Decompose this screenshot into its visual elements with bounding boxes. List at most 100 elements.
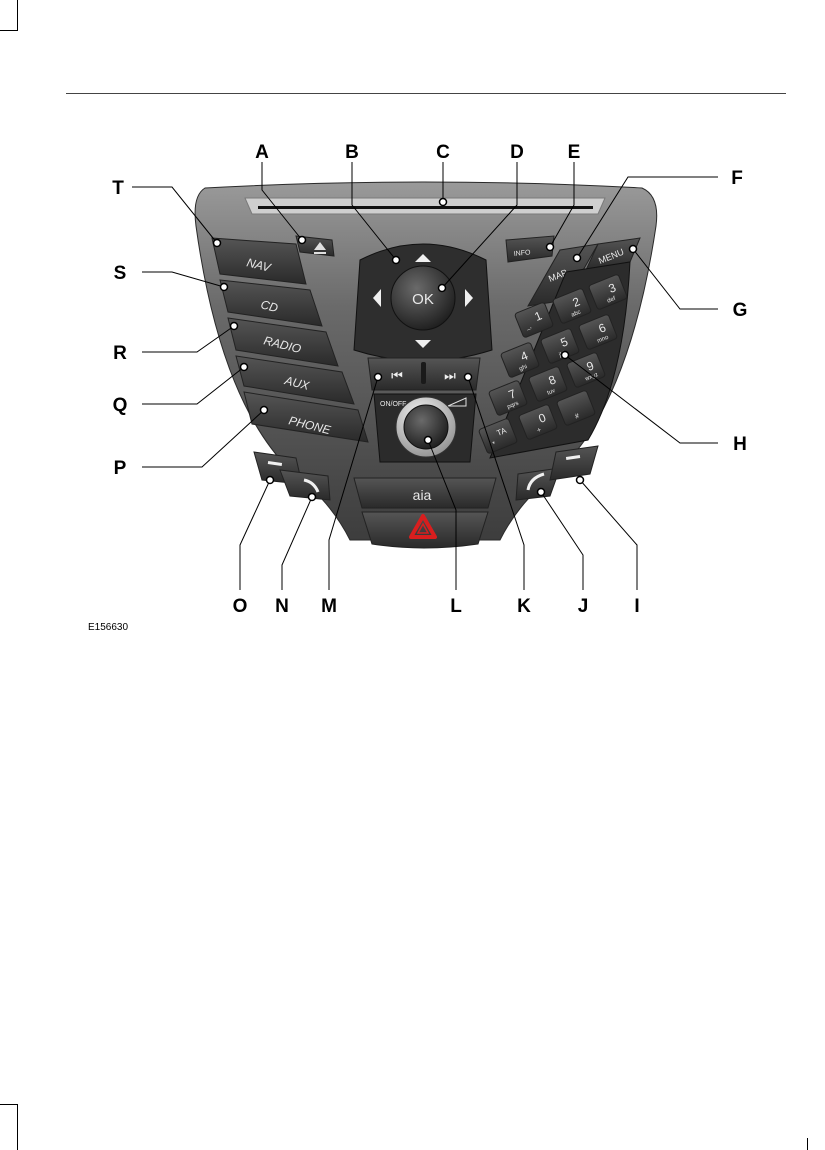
leader-g xyxy=(632,248,718,310)
callout-g: G xyxy=(733,300,748,321)
svg-text:#: # xyxy=(574,413,580,421)
key-1[interactable]: 1_, xyxy=(514,302,554,338)
left-button-strip: NAV CD RADIO AUX PHONE xyxy=(211,237,369,443)
callout-l: L xyxy=(450,596,462,617)
hazard-warning-icon-inner xyxy=(416,522,430,534)
lock-icon: aia xyxy=(413,487,432,503)
dot-f xyxy=(572,253,582,263)
leader-p xyxy=(142,409,265,468)
leader-f xyxy=(576,176,718,259)
leader-l xyxy=(427,439,457,590)
callout-t: T xyxy=(112,178,124,199)
dot-c xyxy=(438,197,448,207)
svg-text:4: 4 xyxy=(518,348,530,364)
callout-n: N xyxy=(275,596,289,617)
header-rule xyxy=(66,93,786,94)
i-dash-icon xyxy=(565,455,581,460)
power-label: ON/OFF xyxy=(380,401,406,408)
radio-button[interactable] xyxy=(227,317,339,367)
leader-dots xyxy=(212,197,638,502)
info-button[interactable] xyxy=(505,235,555,263)
key-0[interactable]: 0+ xyxy=(518,404,558,440)
leader-j xyxy=(540,491,584,590)
leader-b xyxy=(351,162,397,261)
volume-ramp-icon xyxy=(447,397,467,407)
leader-d xyxy=(441,162,518,289)
callout-d: D xyxy=(510,142,524,163)
leader-lines xyxy=(132,162,718,590)
phone-button[interactable] xyxy=(243,391,369,443)
dot-e xyxy=(545,242,555,252)
lock-button[interactable] xyxy=(353,477,497,509)
dot-p xyxy=(259,405,269,415)
volume-knob[interactable] xyxy=(403,404,449,450)
leader-k xyxy=(467,376,525,590)
arrow-right-icon[interactable] xyxy=(465,289,473,307)
callout-h: H xyxy=(733,434,747,455)
svg-text:9: 9 xyxy=(584,358,596,374)
leader-m xyxy=(328,376,379,590)
leader-t xyxy=(132,186,218,244)
left-seek-button-n[interactable] xyxy=(279,469,331,501)
dot-q xyxy=(239,362,249,372)
call-button-j[interactable] xyxy=(515,467,561,501)
callout-c: C xyxy=(436,142,450,163)
svg-text:8: 8 xyxy=(546,372,558,388)
svg-text:abc: abc xyxy=(571,309,582,318)
arrow-up-icon[interactable] xyxy=(415,254,431,262)
dot-k xyxy=(463,372,473,382)
svg-text:+: + xyxy=(536,427,542,435)
crop-mark xyxy=(0,1104,18,1105)
dot-h xyxy=(560,350,570,360)
arrow-down-icon[interactable] xyxy=(415,340,431,348)
ok-button[interactable] xyxy=(390,265,456,331)
dot-g xyxy=(628,244,638,254)
callout-j: J xyxy=(578,596,589,617)
call-button-i[interactable] xyxy=(549,445,599,481)
callout-i: I xyxy=(634,596,639,617)
leader-n xyxy=(281,496,313,590)
svg-text:mno: mno xyxy=(597,334,611,344)
dot-s xyxy=(219,282,229,292)
callout-m: M xyxy=(321,596,337,617)
leader-h xyxy=(564,354,718,444)
key-hash[interactable]: # xyxy=(556,390,596,426)
hazard-warning-icon xyxy=(409,514,437,539)
crop-mark xyxy=(807,1138,808,1150)
callout-r: R xyxy=(113,343,127,364)
dot-d xyxy=(437,283,447,293)
dot-l xyxy=(423,435,433,445)
svg-text:wxyz: wxyz xyxy=(584,372,600,383)
seek-back-icon[interactable]: ⏮ xyxy=(391,368,403,383)
arrow-left-icon[interactable] xyxy=(373,289,381,307)
audio-control-panel-diagram: NAV CD RADIO AUX PHONE OK ⏮ ⏭ ON/OFF aia… xyxy=(112,142,748,617)
nav-button[interactable] xyxy=(211,237,307,285)
cd-button[interactable] xyxy=(219,279,323,327)
callout-e: E xyxy=(568,142,581,163)
crop-mark xyxy=(17,1104,18,1150)
svg-text:tuv: tuv xyxy=(547,388,557,397)
svg-text:1: 1 xyxy=(532,308,544,324)
ok-label: OK xyxy=(412,291,434,308)
svg-text:TA: TA xyxy=(495,426,508,438)
j-curve-icon xyxy=(526,472,545,491)
svg-text:pqrs: pqrs xyxy=(507,401,520,411)
aux-button[interactable] xyxy=(235,355,355,405)
leader-i xyxy=(579,479,638,590)
key-ta[interactable]: TA* xyxy=(478,418,518,454)
seek-forward-icon[interactable]: ⏭ xyxy=(444,368,456,383)
callout-a: A xyxy=(255,142,269,163)
aux-label: AUX xyxy=(282,373,311,393)
callout-s: S xyxy=(114,263,127,284)
cd-label: CD xyxy=(259,297,280,315)
callout-o: O xyxy=(233,596,248,617)
crop-mark xyxy=(0,30,18,31)
callout-k: K xyxy=(517,596,531,617)
callout-f: F xyxy=(731,168,743,189)
